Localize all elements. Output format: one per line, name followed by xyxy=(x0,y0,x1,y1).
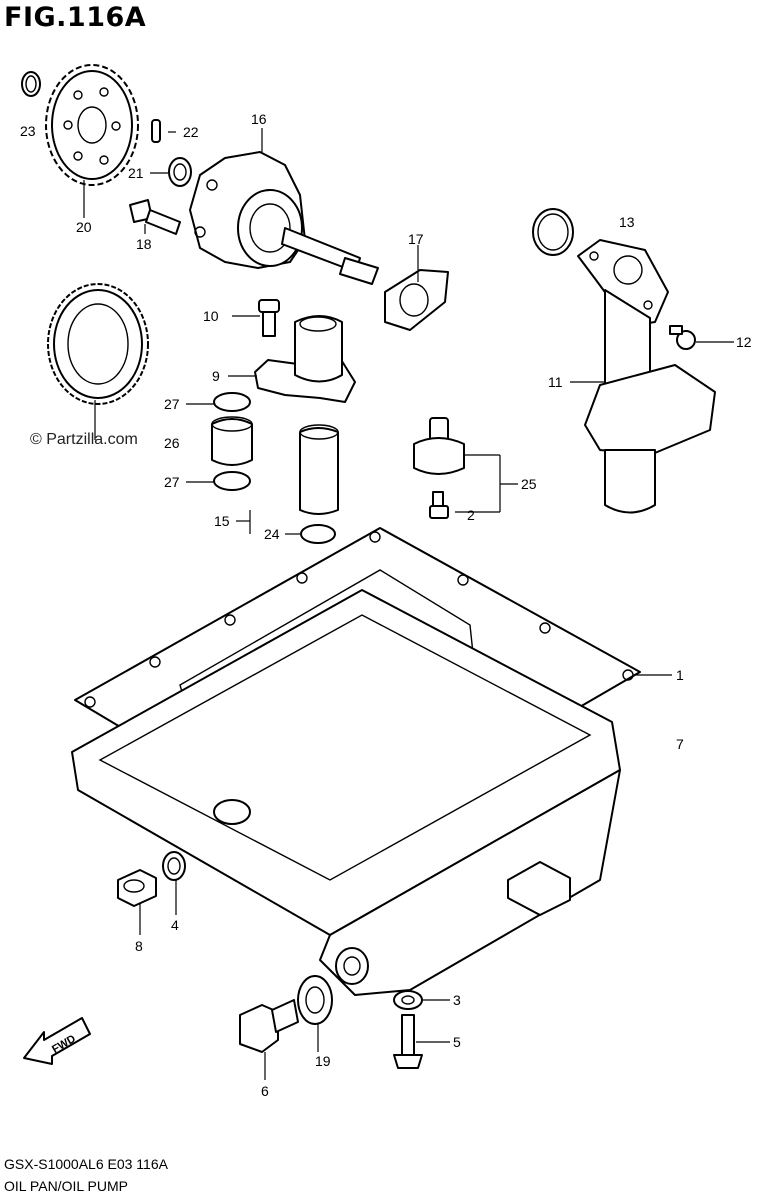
part-18-bolt[interactable] xyxy=(129,199,181,235)
part-15-o-ring[interactable] xyxy=(300,524,336,544)
callout-8: 4 xyxy=(171,917,179,933)
part-12-bolt[interactable] xyxy=(669,325,696,350)
callout-12: 12 xyxy=(736,334,752,350)
part-21-washer[interactable] xyxy=(168,157,192,187)
callout-15: 24 xyxy=(264,526,280,542)
model-code: GSX-S1000AL6 E03 116A xyxy=(4,1156,168,1172)
callout-9: 9 xyxy=(212,368,220,384)
callout-13: 13 xyxy=(619,214,635,230)
part-16-oil-pump[interactable] xyxy=(189,151,379,285)
callout-20: 20 xyxy=(76,219,92,235)
part-7-plug[interactable] xyxy=(117,869,157,907)
callout-27-lower: 27 xyxy=(164,474,180,490)
part-4-washer[interactable] xyxy=(393,990,423,1010)
part-13-o-ring[interactable] xyxy=(532,208,574,256)
callout-23: 23 xyxy=(20,123,36,139)
part-24-pressure-switch[interactable] xyxy=(413,417,465,475)
part-8-gasket[interactable] xyxy=(162,851,186,881)
callout-7: 8 xyxy=(135,938,143,954)
part-1-oil-pan[interactable] xyxy=(71,589,621,996)
callout-6: 19 xyxy=(315,1053,331,1069)
leader-lines xyxy=(83,128,734,1080)
part-5-drain-plug[interactable] xyxy=(239,999,299,1053)
part-19-clutch-gear[interactable] xyxy=(47,283,149,405)
part-20-driven-gear[interactable] xyxy=(45,64,139,186)
part-3-bolt[interactable] xyxy=(393,1014,423,1069)
callout-1: 7 xyxy=(676,736,684,752)
part-14-regulator[interactable] xyxy=(299,424,339,515)
figure-title: FIG.116A xyxy=(4,2,147,33)
callout-3: 5 xyxy=(453,1034,461,1050)
part-17-gasket[interactable] xyxy=(384,269,449,331)
callout-27-upper: 27 xyxy=(164,396,180,412)
callout-22: 22 xyxy=(183,124,199,140)
callout-17: 17 xyxy=(408,231,424,247)
callout-4: 3 xyxy=(453,992,461,1008)
callout-21: 21 xyxy=(128,165,144,181)
callout-26: 26 xyxy=(164,435,180,451)
watermark-text: © Partzilla.com xyxy=(30,431,138,448)
part-26-oil-pipe[interactable] xyxy=(211,416,253,466)
callout-14: 15 xyxy=(214,513,230,529)
callout-18: 18 xyxy=(136,236,152,252)
forward-direction-arrow: FWD xyxy=(23,1017,91,1065)
callout-24: 25 xyxy=(521,476,537,492)
callout-16: 16 xyxy=(251,111,267,127)
part-9-bracket[interactable] xyxy=(254,315,356,403)
part-27-o-ring-upper[interactable] xyxy=(213,392,251,412)
part-10-bolt[interactable] xyxy=(258,299,280,337)
callout-11: 11 xyxy=(548,374,563,390)
part-23-circlip[interactable] xyxy=(21,71,41,97)
callout-25: 2 xyxy=(467,507,475,523)
part-11-oil-strainer[interactable] xyxy=(577,239,716,514)
part-27-o-ring-lower[interactable] xyxy=(213,471,251,491)
callout-10: 10 xyxy=(203,308,219,324)
part-22-pin[interactable] xyxy=(151,119,161,143)
callout-5: 6 xyxy=(261,1083,269,1099)
diagram-caption: OIL PAN/OIL PUMP xyxy=(4,1178,128,1194)
part-25-bolt[interactable] xyxy=(429,491,449,519)
callout-2: 1 xyxy=(676,667,684,683)
part-6-gasket[interactable] xyxy=(297,975,333,1025)
